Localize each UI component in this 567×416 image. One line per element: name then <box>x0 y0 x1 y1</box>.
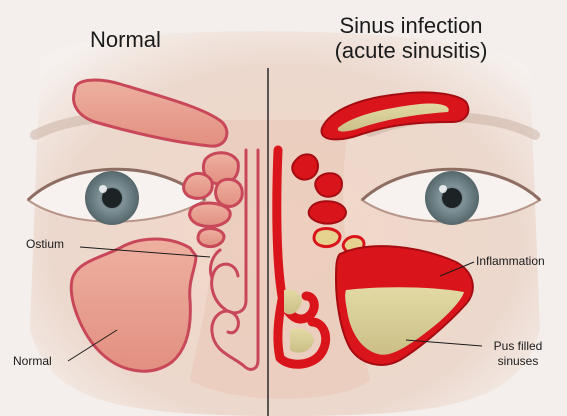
normal-ethmoid-cell <box>198 229 224 247</box>
infected-ethmoid-cell <box>315 173 342 197</box>
callout-inflammation: Inflammation <box>476 254 545 269</box>
title-infection-line2: (acute sinusitis) <box>321 38 501 63</box>
title-normal: Normal <box>90 27 161 52</box>
infected-ethmoid-cell <box>309 201 346 223</box>
callout-pus-filled-sinuses: Pus filled sinuses <box>483 339 553 369</box>
normal-ethmoid-cell <box>216 179 243 206</box>
callout-pus-line1: Pus filled <box>483 339 553 354</box>
normal-ethmoid-cell <box>190 203 231 226</box>
callout-ostium: Ostium <box>26 237 64 252</box>
normal-ethmoid-cell <box>184 173 213 198</box>
title-infection-line1: Sinus infection <box>321 13 501 38</box>
title-sinus-infection: Sinus infection (acute sinusitis) <box>321 13 501 63</box>
callout-pus-line2: sinuses <box>483 354 553 369</box>
infected-ethmoid-cell <box>314 229 340 247</box>
callout-normal: Normal <box>13 354 52 369</box>
